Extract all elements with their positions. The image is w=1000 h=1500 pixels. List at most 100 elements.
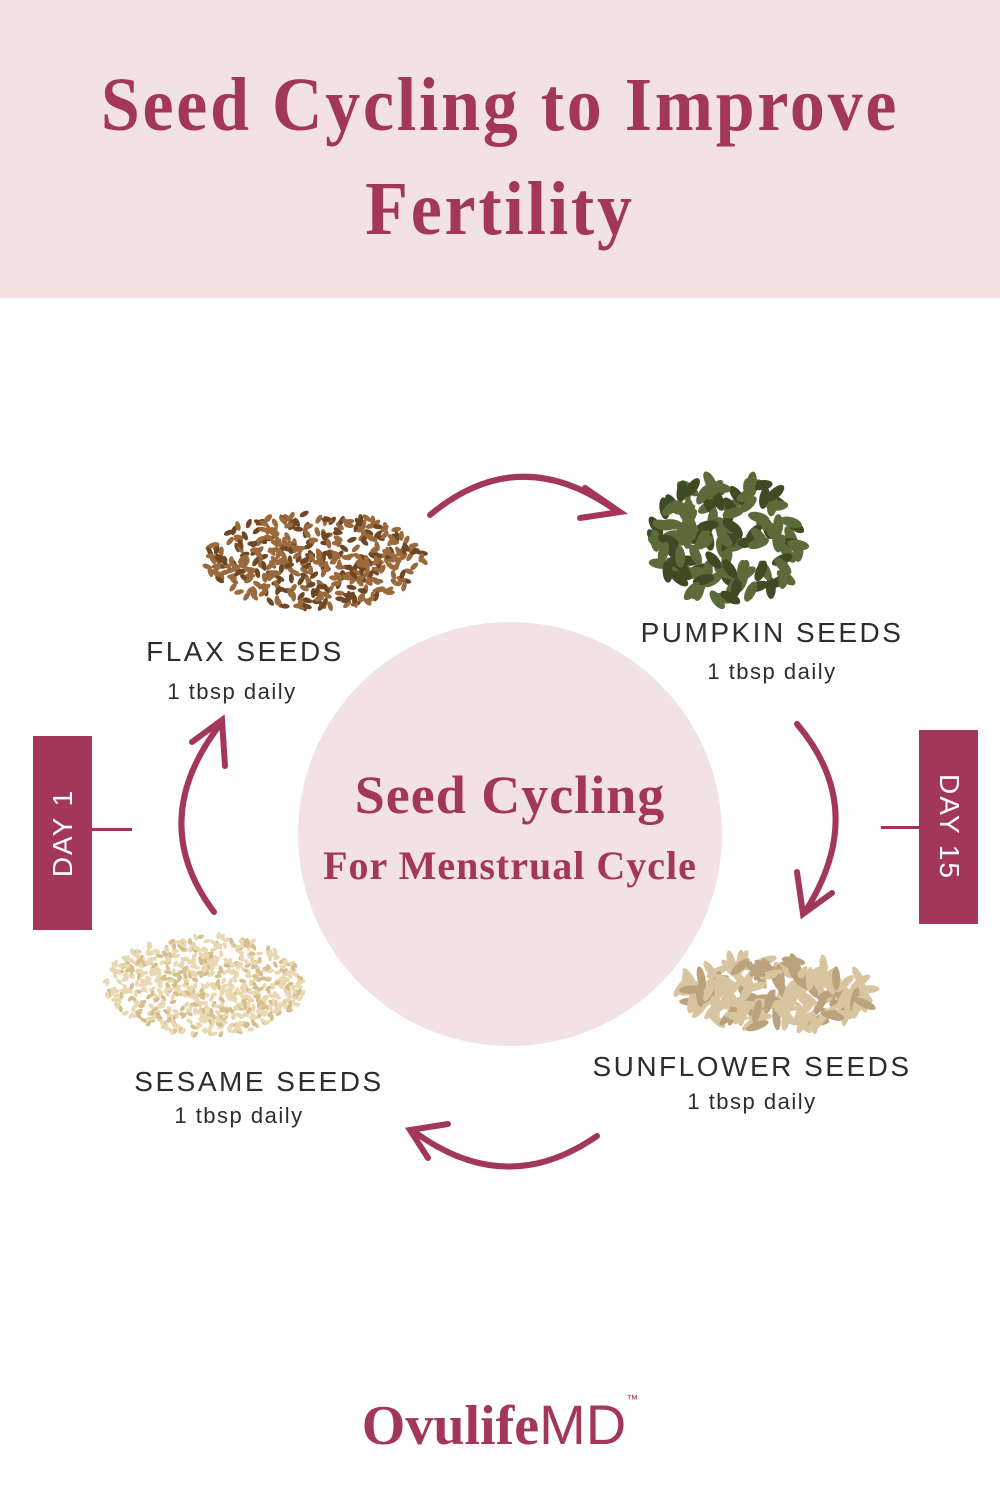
- seed: [730, 958, 750, 976]
- seed: [275, 575, 285, 582]
- seed: [733, 1005, 751, 1025]
- seed: [303, 523, 314, 530]
- seed: [358, 558, 367, 567]
- seed: [118, 1005, 123, 1013]
- seed: [326, 549, 333, 560]
- seed: [137, 1003, 145, 1008]
- seed: [109, 986, 117, 992]
- seed: [271, 518, 279, 528]
- seed: [180, 938, 187, 944]
- seed: [235, 521, 241, 531]
- seed: [146, 980, 153, 986]
- seed: [264, 977, 272, 982]
- seed: [401, 544, 407, 555]
- seed: [403, 535, 410, 545]
- seed: [133, 990, 138, 998]
- seed: [166, 1017, 172, 1023]
- seed: [270, 982, 276, 990]
- seed: [233, 534, 244, 540]
- seed: [335, 522, 344, 531]
- seed: [140, 1017, 148, 1023]
- seed: [164, 970, 172, 975]
- seed: [351, 593, 358, 604]
- seed: [286, 994, 294, 999]
- seed: [234, 568, 243, 577]
- seed: [218, 1030, 224, 1038]
- seed: [211, 985, 219, 990]
- seed: [173, 960, 178, 968]
- seed: [322, 597, 328, 608]
- seed: [782, 980, 796, 1003]
- seed: [257, 987, 264, 992]
- seed: [163, 1009, 170, 1015]
- seed: [261, 560, 267, 571]
- seed: [331, 540, 342, 546]
- seed: [255, 951, 263, 956]
- arrow-right: [794, 721, 839, 915]
- seed: [248, 951, 256, 956]
- seed: [373, 555, 380, 565]
- seed: [128, 1012, 134, 1019]
- seed: [335, 564, 346, 570]
- seed: [299, 510, 309, 518]
- arrow-bottom: [409, 1127, 600, 1170]
- seed: [288, 573, 294, 584]
- seed: [278, 559, 289, 565]
- seed: [268, 527, 276, 536]
- seed: [324, 562, 330, 573]
- seed: [223, 957, 229, 964]
- seed: [356, 525, 366, 533]
- seed: [261, 572, 268, 583]
- seed: [247, 541, 258, 547]
- seed: [188, 938, 193, 946]
- seed: [250, 990, 258, 995]
- seed: [210, 939, 217, 945]
- seed: [773, 1000, 797, 1012]
- seed: [174, 1022, 179, 1030]
- seed: [221, 983, 228, 989]
- seed: [283, 971, 290, 977]
- seed: [302, 603, 312, 610]
- seed: [170, 993, 176, 1001]
- seed: [298, 597, 304, 608]
- seed: [200, 991, 206, 999]
- seed: [391, 533, 400, 542]
- flax-seeds-image: [202, 510, 428, 612]
- seed: [115, 969, 122, 975]
- arrow-right-head: [794, 869, 835, 920]
- seed: [748, 511, 770, 524]
- seed: [185, 1008, 193, 1014]
- seed: [290, 984, 297, 990]
- logo-part2: MD: [539, 1393, 627, 1456]
- seed: [261, 583, 271, 591]
- seed: [200, 982, 206, 990]
- seed: [239, 937, 244, 945]
- seed: [279, 603, 290, 609]
- seed: [706, 965, 728, 979]
- seed: [299, 557, 309, 564]
- flax-seeds-label: FLAX SEEDS: [146, 636, 344, 667]
- seed: [286, 1008, 293, 1013]
- seed: [314, 596, 325, 602]
- seed: [696, 484, 711, 505]
- seed: [832, 966, 841, 991]
- seed: [116, 978, 122, 985]
- seed: [160, 999, 166, 1006]
- seed: [747, 537, 769, 550]
- seed: [257, 956, 262, 964]
- seed: [118, 991, 124, 999]
- seed: [201, 1028, 209, 1033]
- seed: [214, 974, 222, 979]
- seed: [236, 1026, 243, 1032]
- seed: [170, 952, 178, 957]
- seed: [201, 1016, 207, 1024]
- seed: [776, 973, 786, 998]
- seed: [187, 971, 193, 979]
- day-1-label: DAY 1: [46, 788, 78, 878]
- seed: [305, 582, 316, 588]
- seed: [284, 976, 290, 983]
- seed: [129, 957, 135, 964]
- seed: [195, 1023, 201, 1030]
- day-1-line: [92, 828, 132, 831]
- seed: [373, 530, 382, 539]
